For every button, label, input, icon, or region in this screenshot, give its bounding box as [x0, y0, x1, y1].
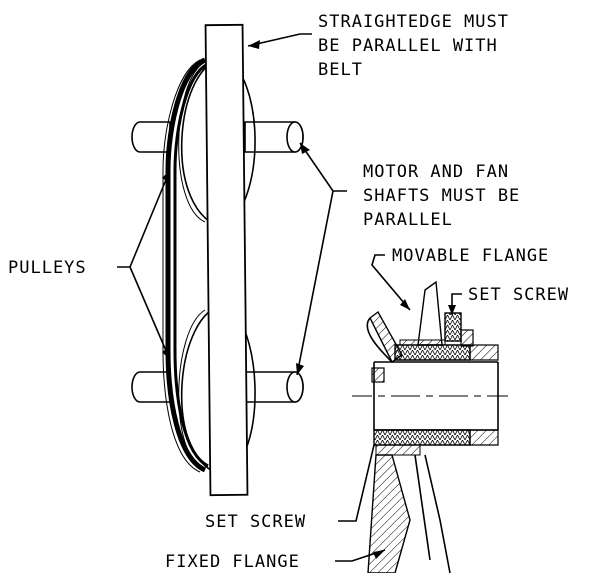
top-right-shaft — [244, 121, 304, 153]
straightedge-label: STRAIGHTEDGE MUST BE PARALLEL WITH BELT — [318, 12, 509, 80]
svg-text:MOTOR AND FAN: MOTOR AND FAN — [363, 162, 509, 182]
svg-text:BELT: BELT — [318, 60, 363, 80]
set-screw-bottom-label: SET SCREW — [205, 512, 306, 532]
svg-text:BE PARALLEL WITH: BE PARALLEL WITH — [318, 36, 498, 56]
set-screw-top-label: SET SCREW — [468, 285, 569, 305]
fixed-flange-label: FIXED FLANGE — [165, 552, 300, 572]
bottom-right-shaft — [244, 371, 304, 403]
pulley-cross-section — [352, 280, 508, 573]
shafts-label: MOTOR AND FAN SHAFTS MUST BE PARALLEL — [363, 162, 520, 230]
belt — [162, 57, 209, 473]
svg-text:SHAFTS MUST BE: SHAFTS MUST BE — [363, 186, 520, 206]
pulleys-label: PULLEYS — [8, 258, 87, 278]
bottom-left-shaft — [131, 371, 171, 403]
svg-text:STRAIGHTEDGE MUST: STRAIGHTEDGE MUST — [318, 12, 509, 32]
movable-flange-label: MOVABLE FLANGE — [392, 246, 549, 266]
top-left-shaft — [131, 121, 171, 153]
svg-text:PARALLEL: PARALLEL — [363, 210, 453, 230]
straightedge — [204, 23, 249, 497]
